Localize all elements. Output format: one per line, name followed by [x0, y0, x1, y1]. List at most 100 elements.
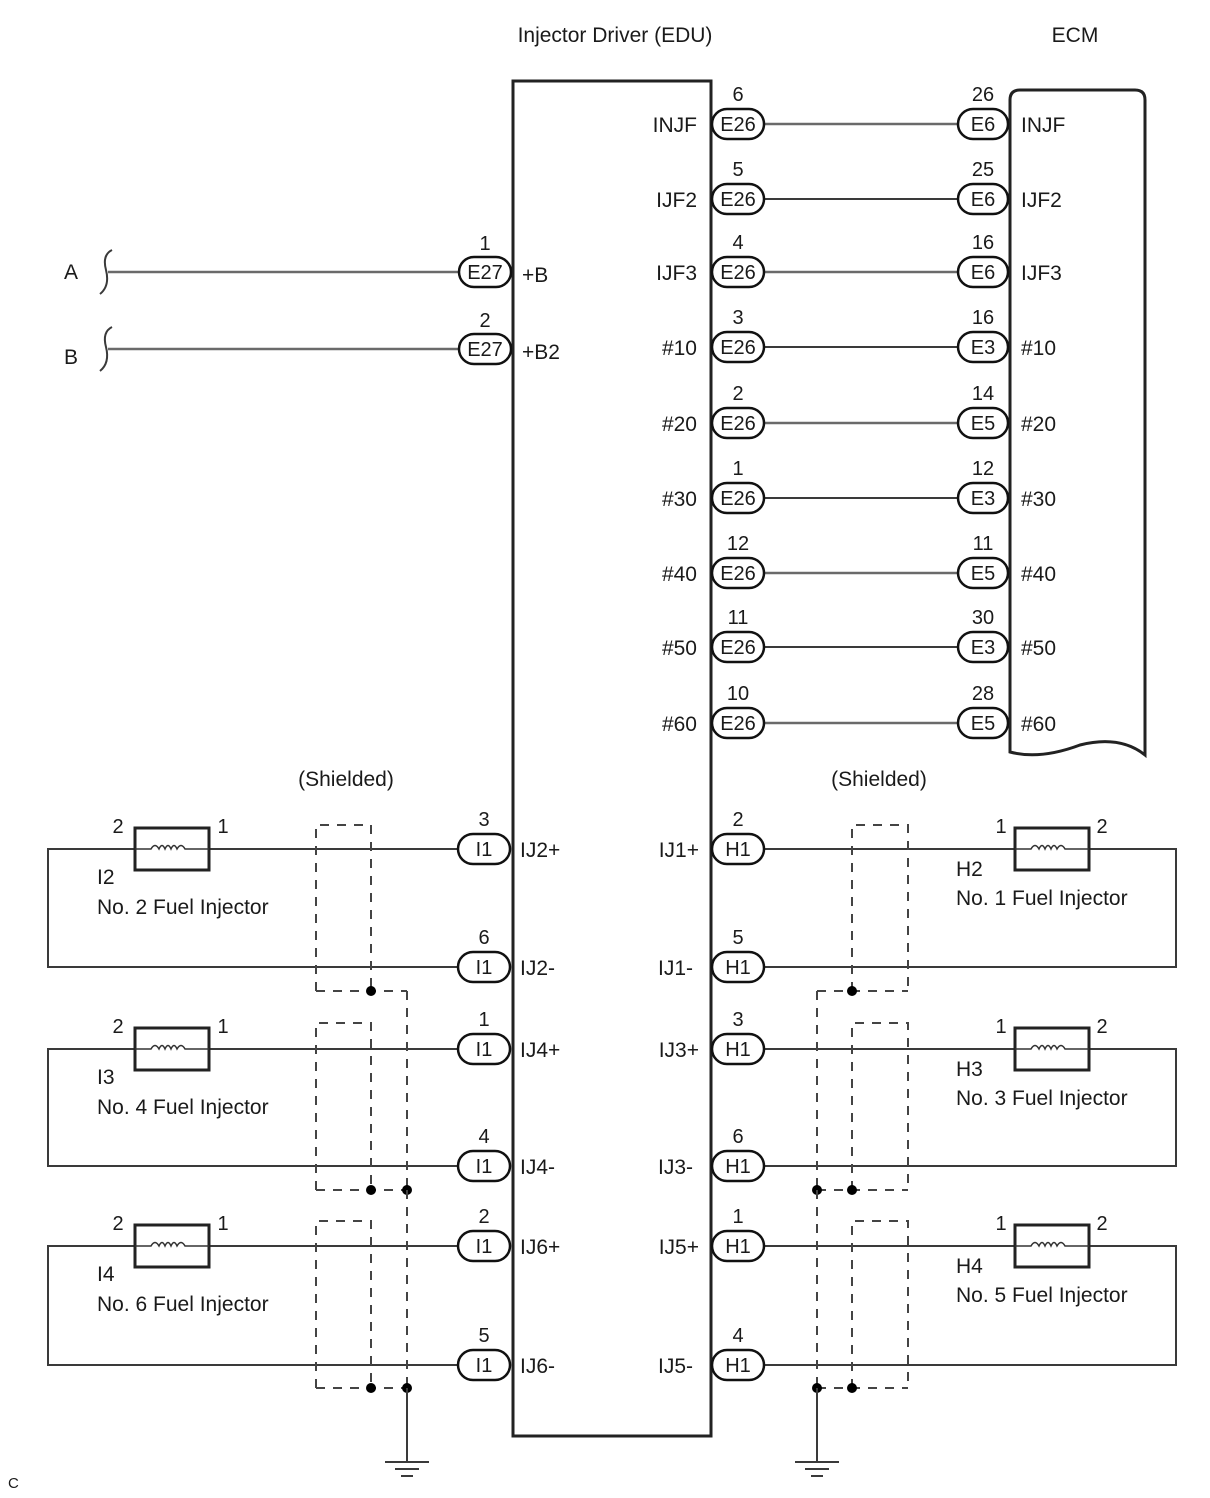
ecm-terminal-label: #20 — [1021, 413, 1056, 436]
connector-h1: H1 — [710, 1032, 766, 1066]
coil-icon — [135, 844, 209, 851]
ecm-terminal-label: IJF2 — [1021, 189, 1062, 212]
pin-number: 2 — [732, 809, 743, 831]
connector-label: E26 — [720, 488, 756, 510]
ecm-terminal-label: #10 — [1021, 337, 1056, 360]
wire-break-icon — [99, 326, 113, 372]
injector-pin: 2 — [1096, 1016, 1107, 1038]
edu-pin-number: 12 — [727, 533, 749, 555]
injector-loop-wire — [764, 1048, 1177, 1167]
connector-label: E26 — [720, 563, 756, 585]
injector-pin: 1 — [217, 816, 228, 838]
connector-label: E6 — [971, 114, 995, 136]
ecm-pin-number: 14 — [972, 383, 994, 405]
edu-pin-number: 3 — [732, 307, 743, 329]
injector-code: I3 — [97, 1066, 115, 1089]
connector-h1: H1 — [710, 1348, 766, 1382]
ecm-pin-number: 25 — [972, 159, 994, 181]
connector-label: E26 — [720, 114, 756, 136]
terminal-label: IJ4- — [520, 1156, 555, 1179]
injector-loop-wire — [47, 1048, 458, 1167]
connector-label: E3 — [971, 637, 995, 659]
pin-number: 1 — [732, 1206, 743, 1228]
pin-number: 5 — [732, 927, 743, 949]
connector-label: I1 — [476, 1156, 493, 1178]
ecm-pin-number: 12 — [972, 458, 994, 480]
connector-i1: I1 — [456, 1229, 512, 1263]
ecm-terminal-label: #50 — [1021, 637, 1056, 660]
connector-e26: E26 — [710, 182, 766, 216]
terminal-label: IJ2- — [520, 957, 555, 980]
connector-e26: E26 — [710, 630, 766, 664]
pin-number: 2 — [479, 310, 490, 332]
connector-label: E6 — [971, 262, 995, 284]
edu-pin-number: 5 — [732, 159, 743, 181]
connector-i1: I1 — [456, 1149, 512, 1183]
injector-name: No. 5 Fuel Injector — [956, 1284, 1128, 1307]
junction-dot — [366, 1383, 376, 1393]
ecm-pin-number: 16 — [972, 232, 994, 254]
shield-line — [851, 1022, 909, 1190]
pin-number: 3 — [478, 809, 489, 831]
connector-label: E26 — [720, 637, 756, 659]
shield-line — [315, 1022, 372, 1190]
edu-terminal-label: #20 — [662, 413, 697, 436]
edu-terminal-label: #60 — [662, 713, 697, 736]
ecm-terminal-label: INJF — [1021, 114, 1065, 137]
connector-h1: H1 — [710, 950, 766, 984]
edu-pin-number: 10 — [727, 683, 749, 705]
connector-label: E5 — [971, 563, 995, 585]
shielded-label-left: (Shielded) — [298, 768, 394, 791]
connector-e26: E26 — [710, 330, 766, 364]
junction-dot — [847, 1185, 857, 1195]
injector-loop-wire — [764, 1245, 1177, 1366]
injector-pin: 1 — [995, 1016, 1006, 1038]
terminal-label: IJ4+ — [520, 1039, 560, 1062]
coil-icon — [1015, 1044, 1089, 1051]
connector-label: E5 — [971, 713, 995, 735]
connector-e26: E26 — [710, 706, 766, 740]
ecm-pin-number: 16 — [972, 307, 994, 329]
connector-label: H1 — [725, 1236, 751, 1258]
connector-label: I1 — [476, 839, 493, 861]
connector-e27: E27 — [457, 255, 513, 289]
edu-pin-number: 4 — [732, 232, 743, 254]
edu-terminal-label: #10 — [662, 337, 697, 360]
connector-label: E26 — [720, 413, 756, 435]
connector-label: E26 — [720, 713, 756, 735]
connector-label: E6 — [971, 189, 995, 211]
connector-label: E3 — [971, 488, 995, 510]
pin-number: 3 — [732, 1009, 743, 1031]
injector-pin: 2 — [1096, 1213, 1107, 1235]
connector-label: E26 — [720, 337, 756, 359]
injector-pin: 2 — [112, 1016, 123, 1038]
injector-loop-wire — [764, 848, 1177, 968]
connector-label: I1 — [476, 1355, 493, 1377]
terminal-label: +B — [522, 264, 548, 287]
fuel-injector-icon — [133, 1026, 211, 1072]
injector-pin: 2 — [1096, 816, 1107, 838]
terminal-label: +B2 — [522, 341, 560, 364]
shield-wiring — [315, 824, 909, 1477]
connector-e5: E5 — [956, 706, 1010, 740]
pin-number: 6 — [732, 1126, 743, 1148]
junction-dot — [847, 1383, 857, 1393]
edu-terminal-label: IJF3 — [656, 262, 697, 285]
injector-code: H3 — [956, 1058, 983, 1081]
terminal-label: IJ1- — [658, 957, 693, 980]
connector-h1: H1 — [710, 1149, 766, 1183]
shield-line — [851, 824, 909, 991]
injector-code: H4 — [956, 1255, 983, 1278]
injector-code: I4 — [97, 1263, 115, 1286]
